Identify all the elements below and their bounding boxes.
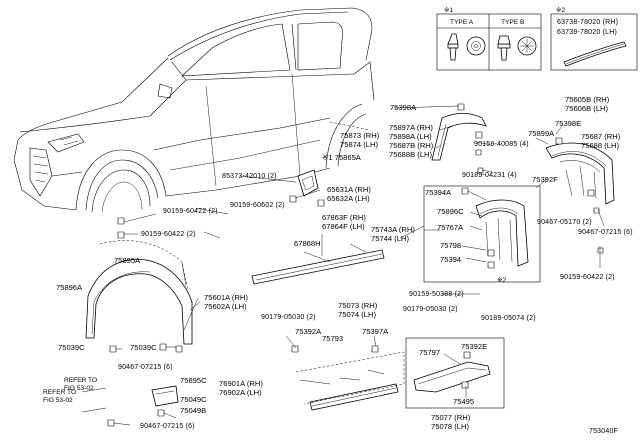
- label-75895A: 75895A: [114, 256, 141, 265]
- label-90159-60422-mid: 90159-60422 (2): [141, 231, 196, 238]
- label-90159-60602: 90159-60602 (2): [230, 202, 285, 209]
- label-75392E: 75392E: [461, 342, 487, 351]
- leader-lines: [181, 125, 549, 311]
- label-90179-05030-right: 90179-05030 (2): [403, 306, 458, 313]
- front-arch-moulding: [85, 213, 199, 353]
- label-90467-07215-right: 90467-07215 (6): [578, 229, 633, 236]
- label-65632A: 65632A (LH): [327, 194, 370, 203]
- label-75873: 75873 (RH): [340, 131, 380, 140]
- label-75495: 75495: [453, 397, 474, 406]
- legend-type-b: TYPE B: [501, 19, 525, 26]
- label-90189-05074: 90189-05074 (2): [481, 315, 536, 322]
- label-75688: 75688 (LH): [581, 141, 619, 150]
- label-67864F: 67864F (LH): [322, 222, 365, 231]
- label-75874: 75874 (LH): [340, 140, 378, 149]
- label-75793: 75793: [322, 334, 343, 343]
- label-75895C: 75895C: [180, 376, 207, 385]
- label-75039C-right: 75039C: [130, 343, 157, 352]
- fastener-type-legend: ※1 TYPE A TYPE B ※2 63738-78020 (RH) 637…: [436, 7, 638, 71]
- label-65631A: 65631A (RH): [327, 185, 371, 194]
- refer-note-2-line2: FIG 53-02: [43, 397, 73, 404]
- legend-type-a: TYPE A: [450, 19, 474, 26]
- rocker-moulding-lower: [285, 335, 405, 411]
- label-90159-60422-top: 90159-60422 (2): [163, 208, 218, 215]
- label-75049B: 75049B: [180, 406, 206, 415]
- label-75077: 75077 (RH): [431, 413, 471, 422]
- callout-labels: 75398A 75897A (RH) 75898A (LH) 75687B (R…: [43, 95, 633, 435]
- label-75743A: 75743A (RH): [371, 225, 415, 234]
- label-75897A: 75897A (RH): [389, 123, 433, 132]
- label-76902A: 76902A (LH): [219, 388, 262, 397]
- label-75073: 75073 (RH): [338, 301, 378, 310]
- label-90467-05170: 90467-05170 (2): [537, 219, 592, 226]
- type-a-clip-icon: [447, 33, 486, 61]
- label-75397A: 75397A: [362, 327, 389, 336]
- legend-note2-line1: 63738-78020 (RH): [557, 19, 618, 26]
- label-75797: 75797: [419, 348, 440, 357]
- legend-note1-mark: ※1: [444, 7, 454, 14]
- tape-strip-icon: [563, 41, 627, 67]
- label-75392A: 75392A: [295, 327, 322, 336]
- label-75898A: 75898A (LH): [389, 132, 432, 141]
- label-75687: 75687 (RH): [581, 132, 621, 141]
- label-75744: 75744 (LH): [371, 234, 409, 243]
- front-bracket: [239, 169, 325, 207]
- label-67863F: 67863F (RH): [322, 213, 366, 222]
- label-75602A: 75602A (LH): [204, 302, 247, 311]
- label-75049C: 75049C: [180, 395, 207, 404]
- refer-note-1-line2: FIG 53-02: [64, 385, 94, 392]
- label-75798: 75798: [440, 241, 461, 250]
- rear-mud-guard-box: [423, 185, 541, 283]
- label-67868H: 67868H: [294, 239, 321, 248]
- label-75074: 75074 (LH): [338, 310, 376, 319]
- label-75039C-left: 75039C: [58, 343, 85, 352]
- label-75688B: 75688B (LH): [389, 150, 433, 159]
- lower-side-bracket: [81, 385, 179, 427]
- rear-fender-liner: [545, 125, 615, 268]
- label-75605B: 75605B (RH): [565, 95, 610, 104]
- label-75865A: ※1 75865A: [322, 153, 362, 162]
- legend-note2-mark: ※2: [556, 7, 566, 14]
- label-90189-04231: 90189-04231 (4): [462, 172, 517, 179]
- legend-note2-line2: 63739-78020 (LH): [557, 29, 617, 36]
- label-75398E: 75398E: [555, 119, 581, 128]
- label-75767A: 75767A: [437, 223, 464, 232]
- refer-note-1-line1: REFER TO: [64, 377, 97, 384]
- rocker-moulding-upper: [251, 234, 385, 285]
- refer-note-2-line1: REFER TO: [43, 389, 76, 396]
- label-75078: 75078 (LH): [431, 422, 469, 431]
- label-75601A: 75601A (RH): [204, 293, 248, 302]
- type-b-clip-icon: [497, 35, 537, 61]
- label-note2-mid: ※2: [497, 277, 507, 284]
- rear-arch-moulding: [393, 103, 493, 174]
- label-75896C: 75896C: [437, 207, 464, 216]
- label-85373: 85373-42010 (2): [222, 173, 277, 180]
- label-75899A: 75899A: [528, 129, 555, 138]
- label-75392F: 75392F: [532, 175, 558, 184]
- vehicle-outline: [13, 7, 375, 213]
- label-90467-07215-bottom: 90467-07215 (6): [140, 423, 195, 430]
- label-75687B: 75687B (RH): [389, 141, 434, 150]
- label-90159-60422-right: 90159-60422 (2): [560, 274, 615, 281]
- label-75606B: 75606B (LH): [565, 104, 609, 113]
- label-90467-07215-mid: 90467-07215 (6): [118, 364, 173, 371]
- label-90159-40085: 90159-40085 (4): [474, 141, 529, 148]
- label-76901A: 76901A (RH): [219, 379, 263, 388]
- label-75896A: 75896A: [56, 283, 83, 292]
- label-75394: 75394: [440, 255, 461, 264]
- rocker-extension-box: [405, 337, 505, 409]
- diagram-code: 753040F: [589, 428, 618, 435]
- label-90179-05030-left: 90179-05030 (2): [261, 314, 316, 321]
- label-75394A: 75394A: [425, 188, 452, 197]
- label-75398A: 75398A: [390, 103, 417, 112]
- label-90159-50388: 90159-50388 (2): [409, 291, 464, 298]
